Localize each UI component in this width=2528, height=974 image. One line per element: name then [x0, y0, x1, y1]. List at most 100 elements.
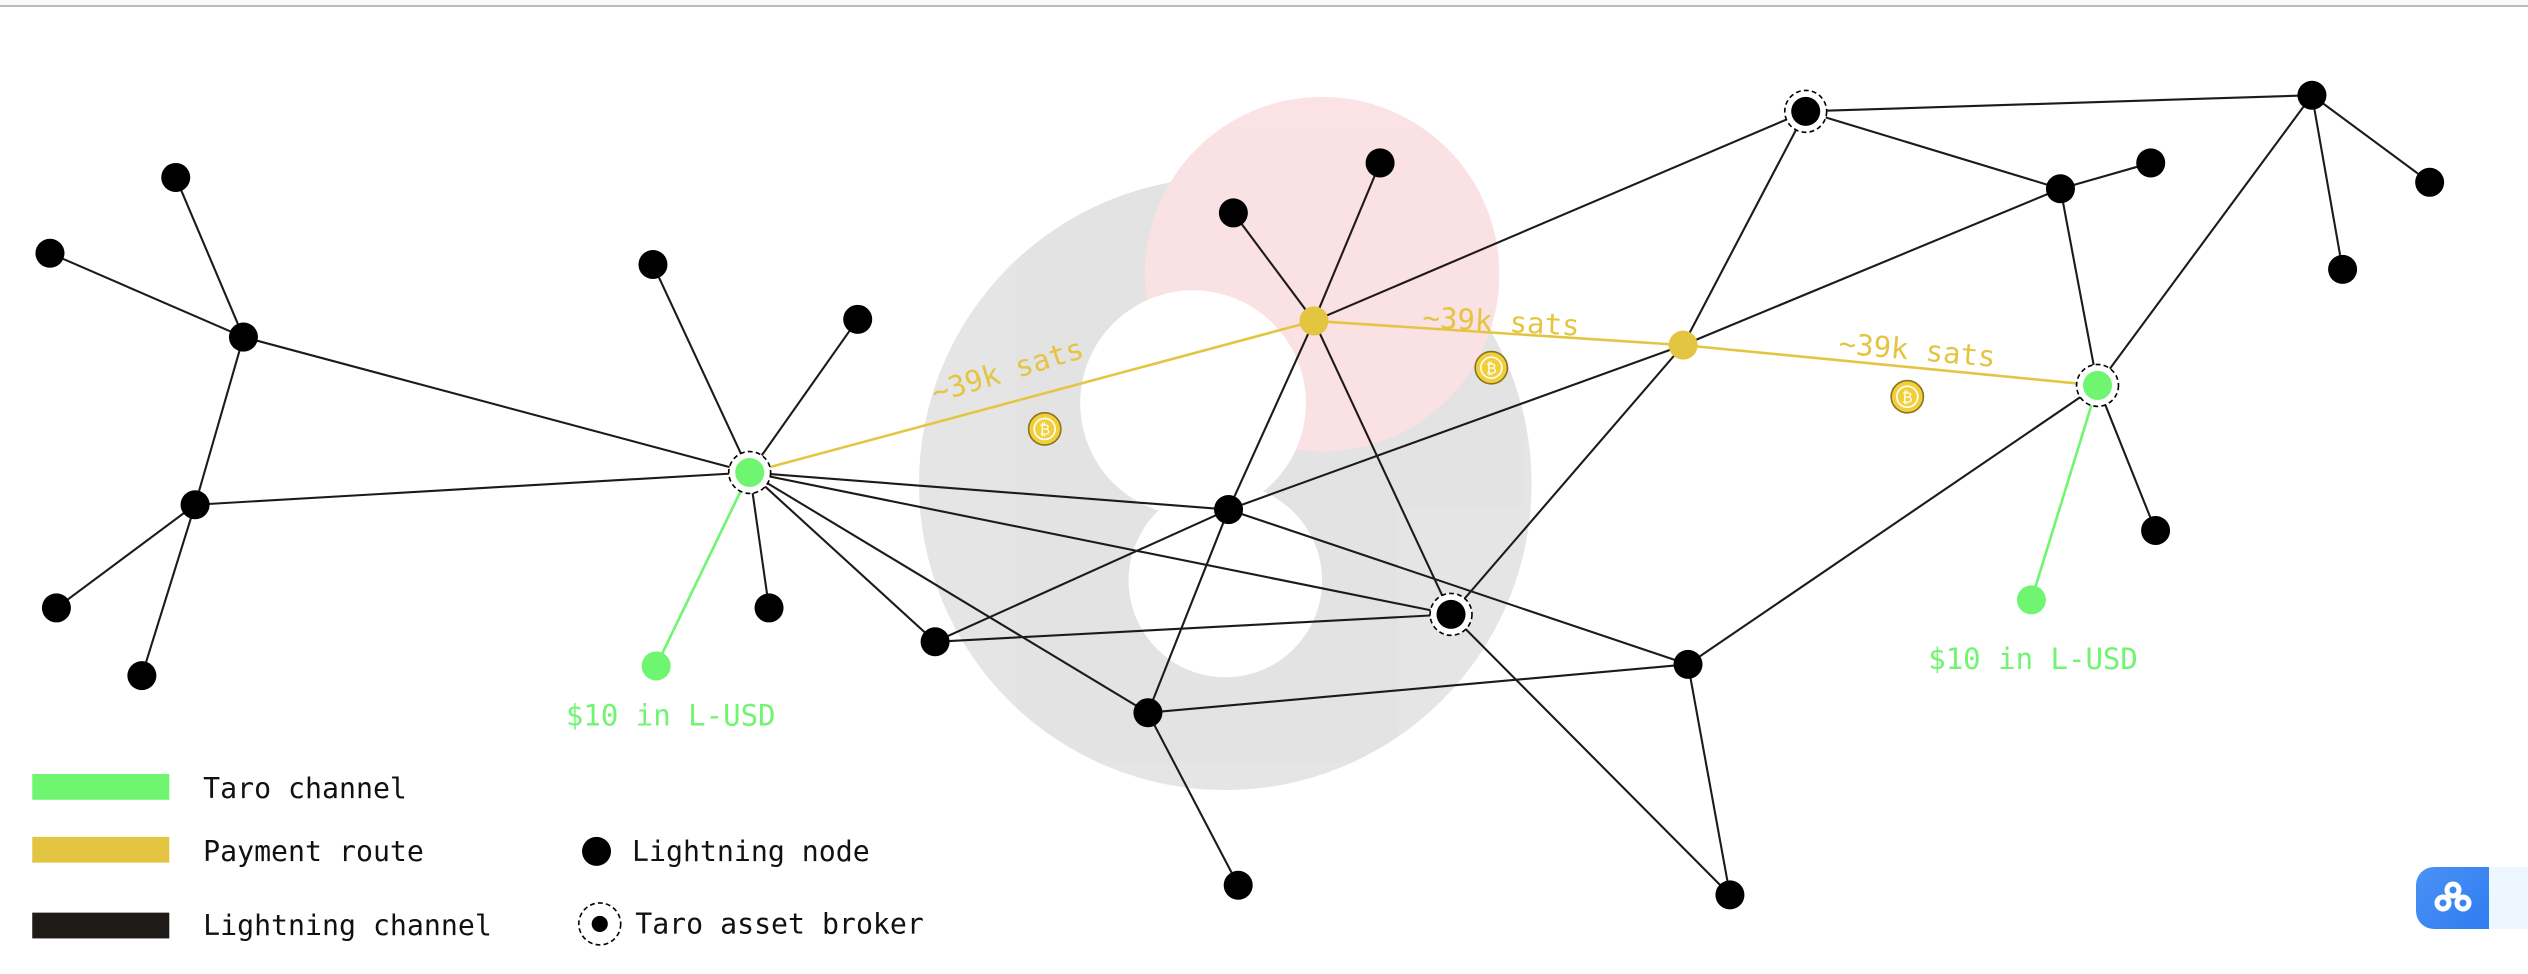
cloud-app-icon [2434, 881, 2471, 912]
lightning-node[interactable] [228, 322, 258, 352]
taro-node[interactable] [2016, 585, 2046, 615]
lightning-channel [243, 336, 750, 474]
lightning-channel [49, 252, 244, 339]
lightning-channel [1450, 344, 1684, 616]
payment-route [1313, 319, 1684, 347]
lightning-node[interactable] [1715, 880, 1745, 910]
lightning-channel [1313, 320, 1452, 615]
route-node[interactable] [1668, 330, 1698, 360]
broker-node-icon [591, 915, 608, 932]
route-label: ~39k sats [1837, 326, 1997, 374]
lightning-node[interactable] [1214, 495, 1244, 525]
lightning-channel [2096, 385, 2157, 531]
lightning-node[interactable] [1365, 148, 1395, 178]
svg-text:₿: ₿ [1486, 361, 1497, 377]
lightning-channel [1227, 320, 1315, 511]
lightning-channel [934, 508, 1229, 643]
bitcoin-coin-icon: ₿ [1890, 379, 1925, 414]
lightning-node[interactable] [2328, 254, 2358, 284]
payment-route [749, 319, 1315, 474]
lightning-channel [748, 471, 936, 643]
lightning-node[interactable] [2297, 80, 2327, 110]
taro-channel [655, 471, 751, 667]
legend: Taro channel Payment route Lightning cha… [32, 772, 924, 946]
taro-channel [2030, 385, 2099, 601]
lightning-channel [1805, 110, 2061, 190]
lightning-channel [140, 504, 197, 676]
lightning-node[interactable] [2141, 516, 2171, 546]
taro-balance-label: $10 in L-USD [1928, 642, 2138, 676]
legend-label: Lightning channel [203, 909, 492, 942]
lightning-channel [1450, 613, 1731, 896]
taro-asset-broker[interactable] [2083, 370, 2113, 400]
lightning-node[interactable] [843, 304, 873, 334]
lightning-channel [1313, 162, 1382, 322]
side-panel-edge [2489, 867, 2528, 929]
lightning-channel [749, 471, 1229, 511]
lightning-node[interactable] [161, 162, 191, 192]
lightning-channel [1146, 712, 1240, 886]
lightning-channel [1232, 212, 1315, 322]
lightning-node[interactable] [35, 238, 65, 268]
lightning-channel [1687, 384, 2099, 666]
lightning-channel [2059, 188, 2099, 386]
bitcoin-coin-icon: ₿ [1474, 350, 1509, 385]
watermark [918, 96, 1532, 791]
legend-swatch-taro [32, 773, 170, 800]
lightning-node[interactable] [2415, 167, 2445, 197]
lightning-channel [1686, 664, 1731, 896]
lightning-channel [174, 177, 245, 338]
taro-asset-broker[interactable] [735, 457, 765, 487]
lightning-channel [2060, 161, 2152, 190]
svg-text:₿: ₿ [1039, 423, 1050, 439]
lightning-channel [2096, 94, 2313, 387]
legend-label: Taro asset broker [635, 908, 924, 941]
lightning-channel [195, 471, 750, 506]
legend-label: Taro channel [203, 772, 407, 805]
lightning-channel [1146, 509, 1230, 714]
lightning-channel [1682, 110, 1807, 346]
lightning-node[interactable] [1218, 198, 1248, 228]
lightning-channel [748, 318, 859, 474]
lightning-channel [2311, 94, 2431, 184]
lightning-channel [749, 471, 1149, 714]
lightning-channel [1805, 94, 2312, 113]
lightning-node[interactable] [754, 593, 784, 623]
lightning-node-icon [582, 836, 612, 866]
lightning-channel [1682, 187, 2061, 347]
lightning-channel [748, 472, 771, 609]
top-border [0, 0, 2528, 7]
route-label: ~39k sats [1422, 300, 1581, 342]
lightning-channel [1313, 110, 1807, 322]
lightning-channel [2310, 95, 2344, 270]
taro-balance-label: $10 in L-USD [566, 699, 776, 733]
svg-text:₿: ₿ [1902, 390, 1913, 406]
lightning-channel [652, 264, 751, 473]
lightning-node[interactable] [1133, 698, 1163, 728]
broker-ring-icon [577, 902, 622, 946]
bitcoin-coin-icon: ₿ [1027, 412, 1062, 446]
taro-node[interactable] [641, 651, 671, 681]
lightning-node[interactable] [920, 627, 950, 657]
legend-label: Lightning node [632, 835, 870, 868]
lightning-node[interactable] [2136, 148, 2166, 178]
lightning-channel [1228, 508, 1689, 666]
lightning-node[interactable] [41, 593, 71, 623]
taro-asset-broker[interactable] [1791, 96, 1821, 126]
cloud-app-button[interactable] [2416, 867, 2489, 929]
legend-swatch-channel [32, 912, 170, 939]
lightning-channel [194, 336, 245, 506]
payment-route [1683, 343, 2098, 387]
lightning-channel [749, 471, 1452, 616]
taro-asset-broker[interactable] [1436, 599, 1466, 629]
lightning-node[interactable] [180, 490, 210, 520]
lightning-node[interactable] [638, 250, 668, 280]
lightning-node[interactable] [1223, 870, 1253, 900]
lightning-node[interactable] [127, 661, 157, 691]
route-node[interactable] [1299, 306, 1329, 336]
lightning-node[interactable] [2045, 174, 2075, 204]
lightning-channel [1147, 663, 1689, 714]
lightning-node[interactable] [1673, 649, 1703, 679]
lightning-channel [935, 613, 1452, 643]
